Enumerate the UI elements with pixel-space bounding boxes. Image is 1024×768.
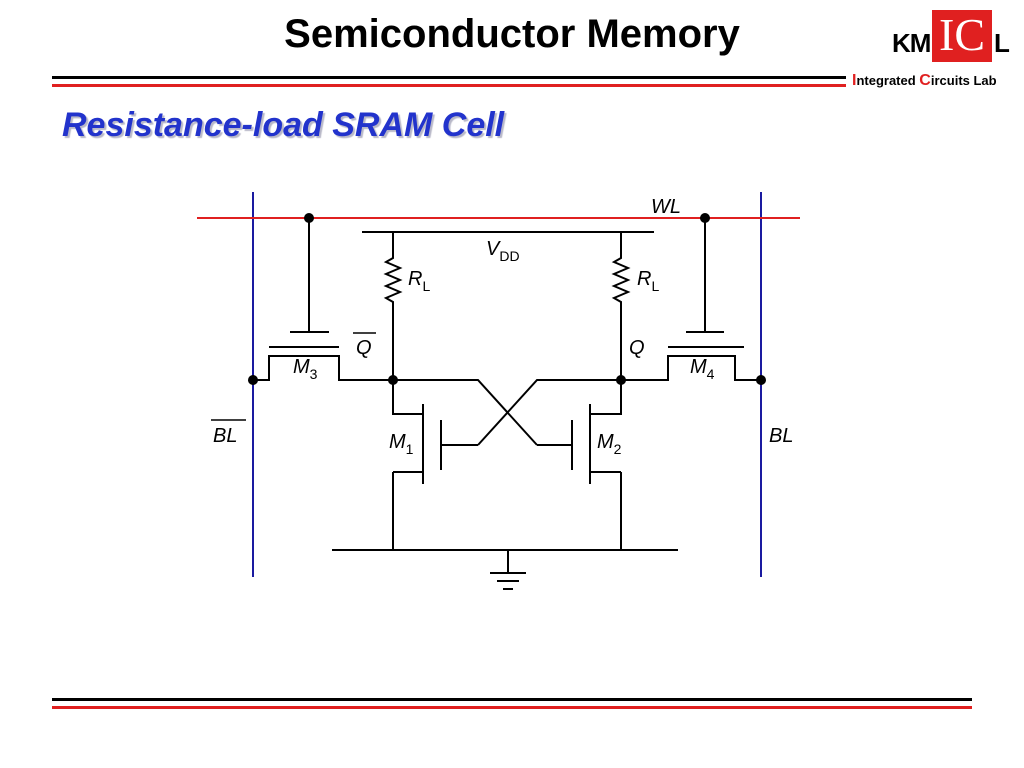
m3-transistor [253,218,393,381]
junction-dot-wl-right [700,213,710,223]
logo-ic: IC [939,9,985,60]
label-m3: M3 [293,356,318,382]
logo-subtitle: Integrated Circuits Lab [852,72,997,90]
left-load-resistor [383,232,403,380]
logo-km: KM [892,28,931,58]
logo-red-box [932,10,992,62]
label-vdd: VDD [486,238,520,264]
label-rl-left: RL [408,268,430,294]
label-q: Q [629,337,645,359]
slide-title: Semiconductor Memory [284,12,740,56]
logo-sub-ircuits: ircuits Lab [930,73,997,88]
label-m4: M4 [690,356,715,382]
label-bl: BL [769,425,793,447]
logo-sub-c: C [919,72,931,89]
header-rule-black [52,76,846,79]
label-q-bar: Q [356,337,372,359]
right-load-resistor [611,232,631,380]
label-m2: M2 [597,431,622,457]
label-rl-right: RL [637,268,659,294]
header-rule-red [52,84,846,87]
junction-dot-q [616,375,626,385]
footer-rule-black [52,698,972,701]
junction-dot-bl-bar [248,375,258,385]
slide-subtitle: Resistance-load SRAM Cell [62,106,505,144]
kmicl-logo: KM IC L Integrated Circuits Lab [848,8,1010,93]
logo-sub-i: I [852,72,857,89]
cross-coupling-wires [393,379,621,446]
m2-transistor [537,380,622,550]
junction-dot-q-bar [388,375,398,385]
label-bl-bar: BL [213,425,237,447]
ground-symbol [490,550,526,590]
label-m1: M1 [389,431,414,457]
junction-dot-bl [756,375,766,385]
logo-sub-ntegrated: ntegrated [856,73,920,88]
junction-dot-wl-left [304,213,314,223]
m4-transistor [621,218,761,381]
logo-l: L [994,28,1010,58]
label-wl: WL [651,196,681,218]
footer-rule-red [52,706,972,709]
m1-transistor [392,380,478,550]
